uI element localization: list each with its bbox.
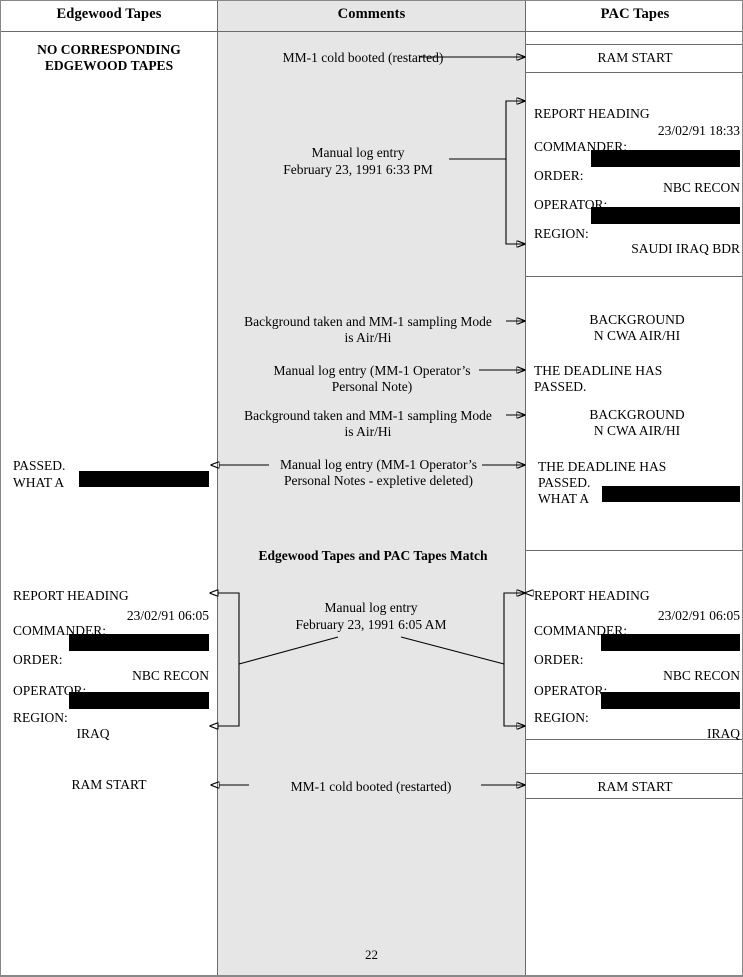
pac-report-heading-am-datetime: 23/02/91 06:05 [657,608,740,623]
redaction-bar-left-operator [69,692,209,709]
pac-region-am-value: IRAQ [707,726,740,741]
page-bottom-border [1,975,742,976]
pac-operator-am-label: OPERATOR: [534,683,608,698]
pac-rule-1 [526,44,742,45]
pac-deadline-1: THE DEADLINE HAS PASSED. [534,363,663,394]
pac-background-2: BACKGROUND N CWA AIR/HI [589,407,685,438]
header-pac-tapes: PAC Tapes [600,6,670,22]
comment-manual-log-note: Manual log entry (MM-1 Operator’s Person… [273,363,471,394]
pac-report-heading-am-title: REPORT HEADING [534,588,650,603]
pac-ram-start-bottom: RAM START [597,779,673,794]
left-ram-start: RAM START [71,777,147,792]
comment-manual-log-expletive: Manual log entry (MM-1 Operator’s Person… [280,457,477,488]
pac-rule-6 [526,773,742,774]
redaction-bar-pac-operator-am [601,692,740,709]
header-divider [1,31,742,32]
redaction-bar-pac-commander-am [601,634,740,651]
pac-report-heading-pm-title: REPORT HEADING [534,106,650,121]
pac-rule-5 [526,739,742,740]
pac-order-pm-label: ORDER: [534,168,584,183]
header-comments: Comments [337,6,406,22]
comment-cold-boot-bottom: MM-1 cold booted (restarted) [290,779,452,794]
pac-report-heading-pm-datetime: 23/02/91 18:33 [657,123,740,138]
left-order-value: NBC RECON [132,668,209,683]
pac-order-am-label: ORDER: [534,652,584,667]
left-deadline-note: PASSED. WHAT A [13,458,66,490]
comment-manual-log-pm: Manual log entry February 23, 1991 6:33 … [283,145,433,177]
pac-rule-2 [526,72,742,73]
pac-deadline-2: THE DEADLINE HAS PASSED. WHAT A [538,459,667,506]
redaction-bar-pac-commander-pm [591,150,740,167]
left-region-label: REGION: [13,710,68,725]
pac-rule-7 [526,798,742,799]
pac-background-1: BACKGROUND N CWA AIR/HI [589,312,685,343]
comment-background-2: Background taken and MM-1 sampling Mode … [244,408,492,439]
pac-order-am-value: NBC RECON [663,668,740,683]
column-comments [217,1,526,976]
comment-cold-boot-top: MM-1 cold booted (restarted) [282,50,444,65]
pac-region-am-label: REGION: [534,710,589,725]
pac-rule-4 [526,550,742,551]
pac-region-pm-value: SAUDI IRAQ BDR [631,241,740,256]
pac-region-pm-label: REGION: [534,226,589,241]
redaction-bar-left-commander [69,634,209,651]
pac-rule-3 [526,276,742,277]
header-edgewood-tapes: Edgewood Tapes [56,6,162,22]
pac-ram-start-top: RAM START [597,50,673,65]
comment-manual-log-am: Manual log entry February 23, 1991 6:05 … [295,600,447,632]
pac-order-pm-value: NBC RECON [663,180,740,195]
left-report-heading-title: REPORT HEADING [13,588,129,603]
left-region-value: IRAQ [76,726,110,741]
redaction-bar-pac-expletive [602,486,740,502]
left-order-label: ORDER: [13,652,63,667]
no-corresponding-edgewood-tapes: NO CORRESPONDING EDGEWOOD TAPES [37,42,181,73]
redaction-bar-pac-operator-pm [591,207,740,224]
comment-background-1: Background taken and MM-1 sampling Mode … [244,314,492,345]
redaction-bar-left-expletive [79,471,209,487]
left-operator-label: OPERATOR: [13,683,87,698]
pac-operator-pm-label: OPERATOR: [534,197,608,212]
left-report-heading-datetime: 23/02/91 06:05 [126,608,209,623]
page-number: 22 [365,947,378,962]
comment-match-banner: Edgewood Tapes and PAC Tapes Match [258,548,488,563]
